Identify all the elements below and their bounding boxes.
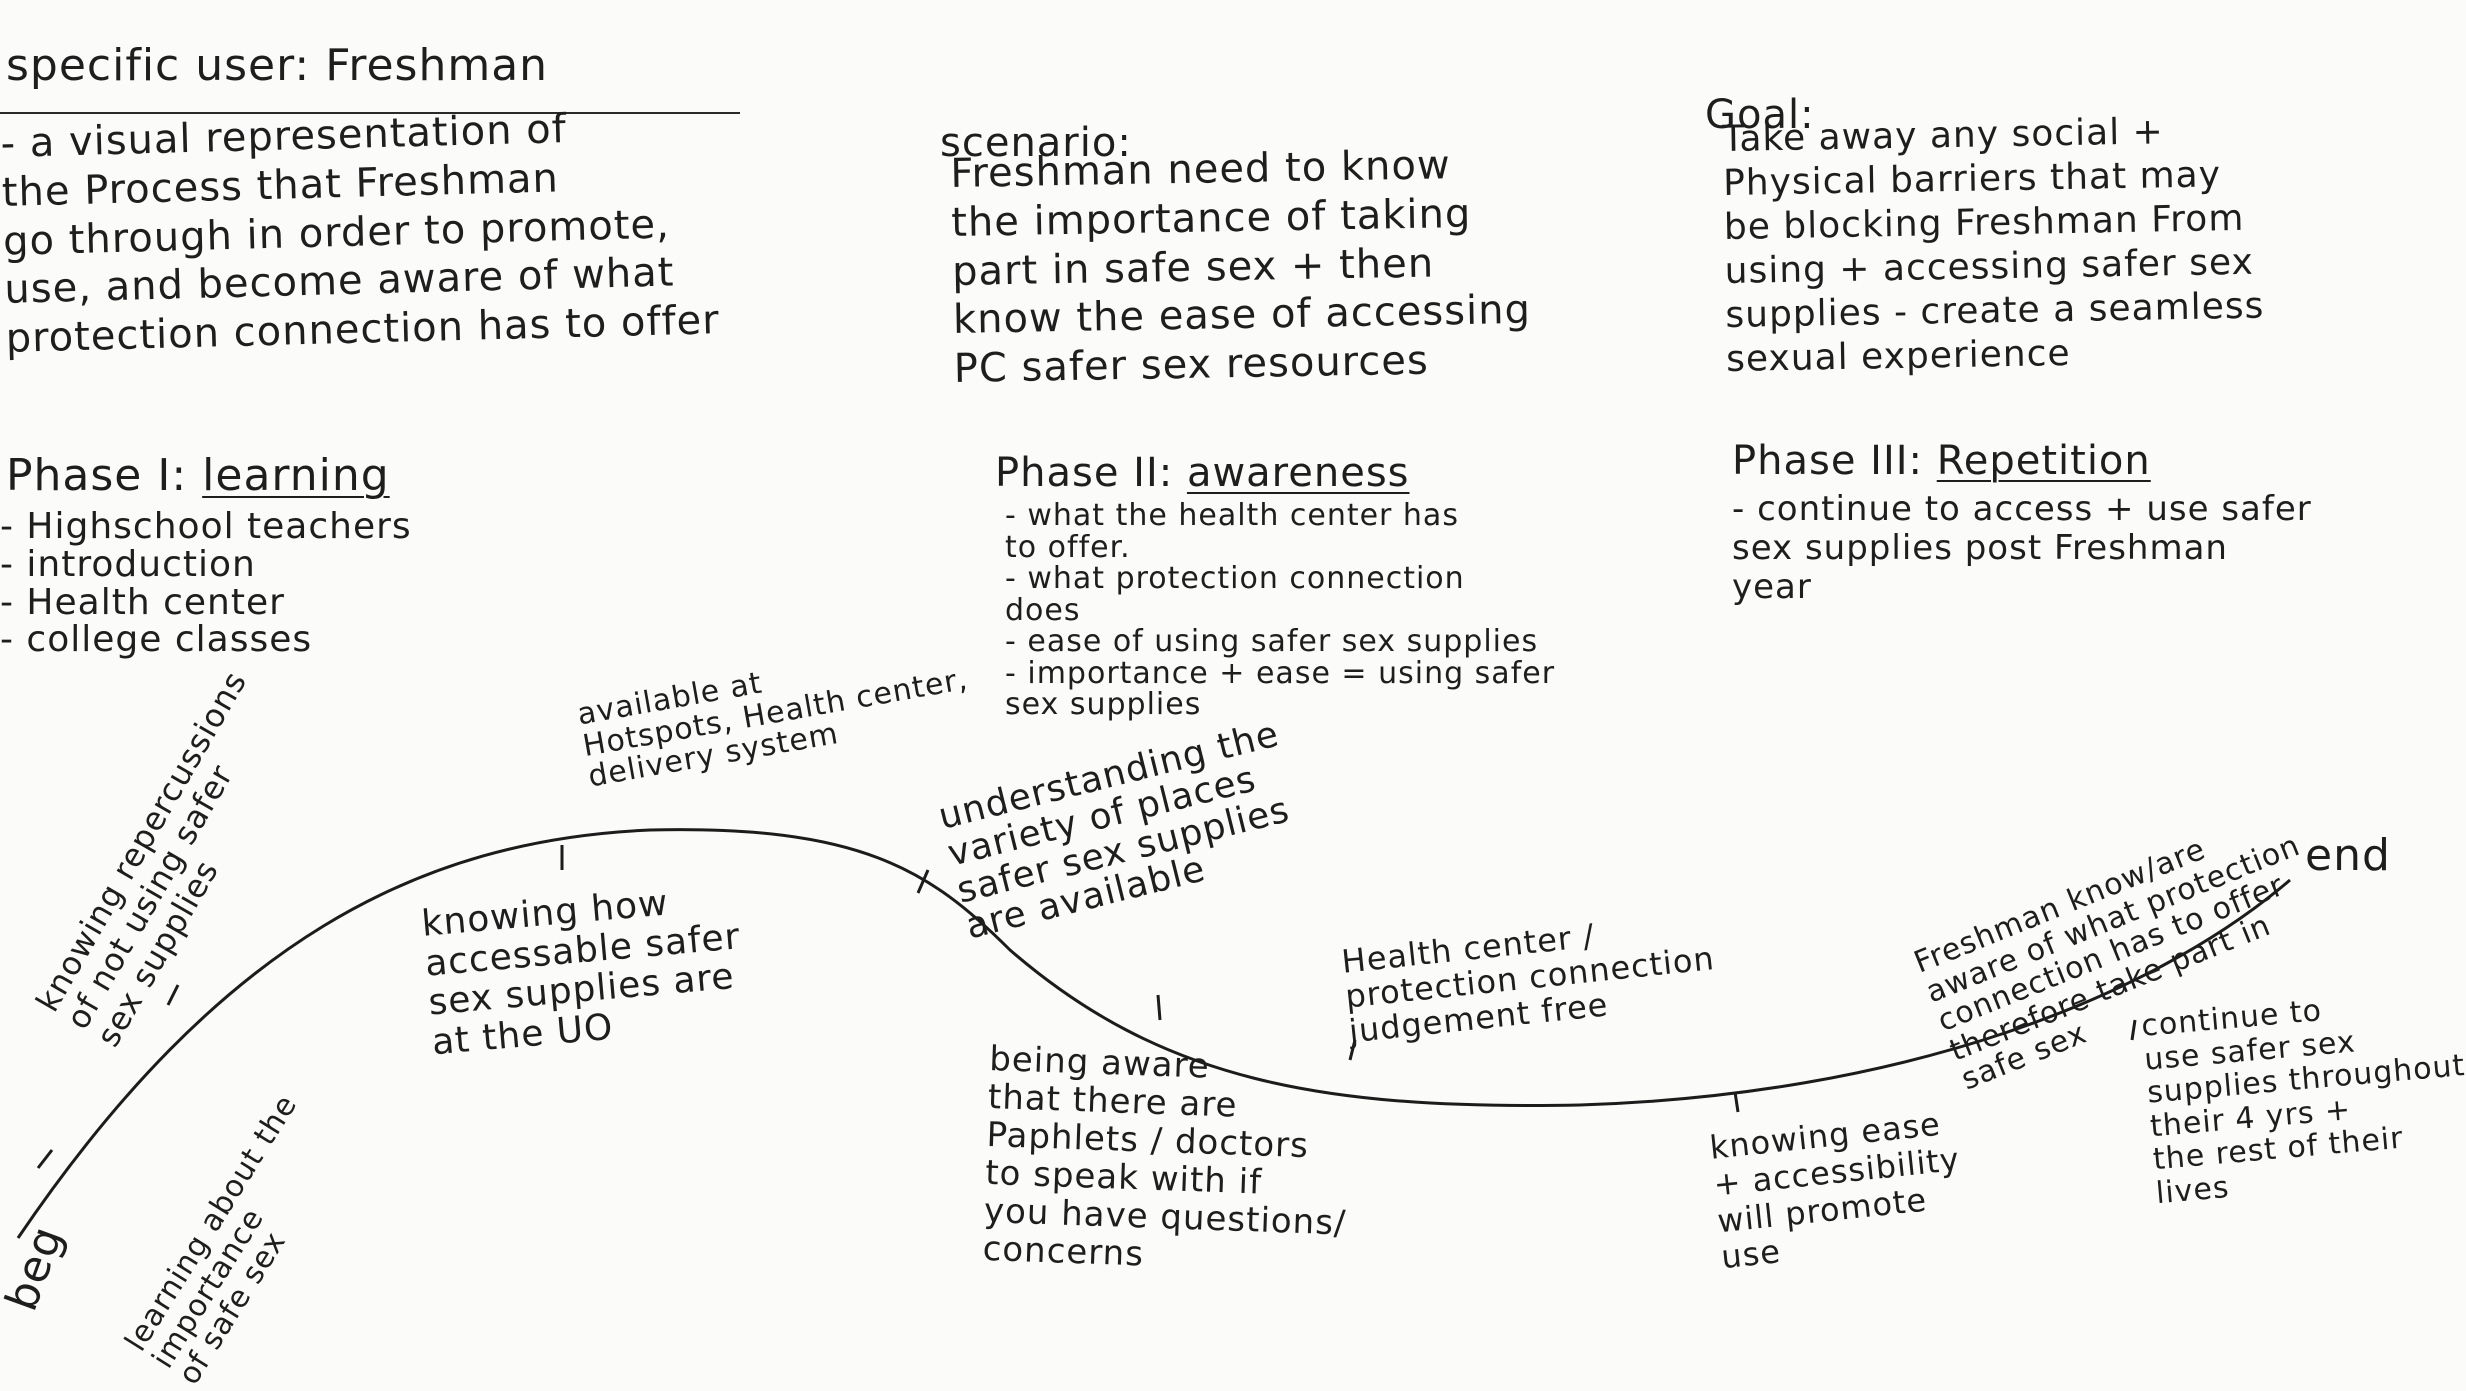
journey-line — [16, 828, 2291, 1239]
phase-1-name: learning — [202, 450, 390, 501]
phase-2-heading: Phase II: awareness — [995, 450, 1410, 496]
phase-1-heading: Phase I: learning — [6, 450, 390, 501]
phase-3-items: - continue to access + use safer sex sup… — [1732, 489, 2312, 608]
tick-5 — [1156, 994, 1162, 1021]
tick-8 — [2130, 1019, 2137, 1041]
goal-label: Goal: — [1705, 92, 1815, 138]
phase-3-heading: Phase III: Repetition — [1732, 438, 2151, 484]
journey-ticks — [36, 845, 2137, 1169]
phase-3-name: Repetition — [1936, 438, 2151, 484]
scenario-label: scenario: — [940, 120, 1132, 166]
note-continue-use: continue to use safer sex supplies throu… — [2139, 993, 2466, 1212]
tick-1 — [36, 1149, 54, 1169]
tick-4 — [916, 869, 930, 894]
tick-6 — [1348, 1039, 1357, 1061]
title-underline — [0, 112, 740, 114]
journey-end-label: end — [2305, 830, 2391, 881]
note-being-aware: being aware that there are Paphlets / do… — [981, 1039, 1348, 1275]
tick-2 — [166, 984, 180, 1006]
tick-7 — [1733, 1091, 1740, 1113]
phase-3-prefix: Phase III: — [1732, 438, 1937, 484]
phase-1-items: - Highschool teachers - introduction - H… — [0, 506, 412, 661]
phase-1-prefix: Phase I: — [6, 450, 203, 501]
phase-2-items: - what the health center has to offer. -… — [1005, 498, 1556, 722]
page-title: specific user: Freshman — [6, 40, 549, 91]
phase-2-prefix: Phase II: — [995, 450, 1187, 496]
phase-2-name: awareness — [1186, 450, 1410, 496]
